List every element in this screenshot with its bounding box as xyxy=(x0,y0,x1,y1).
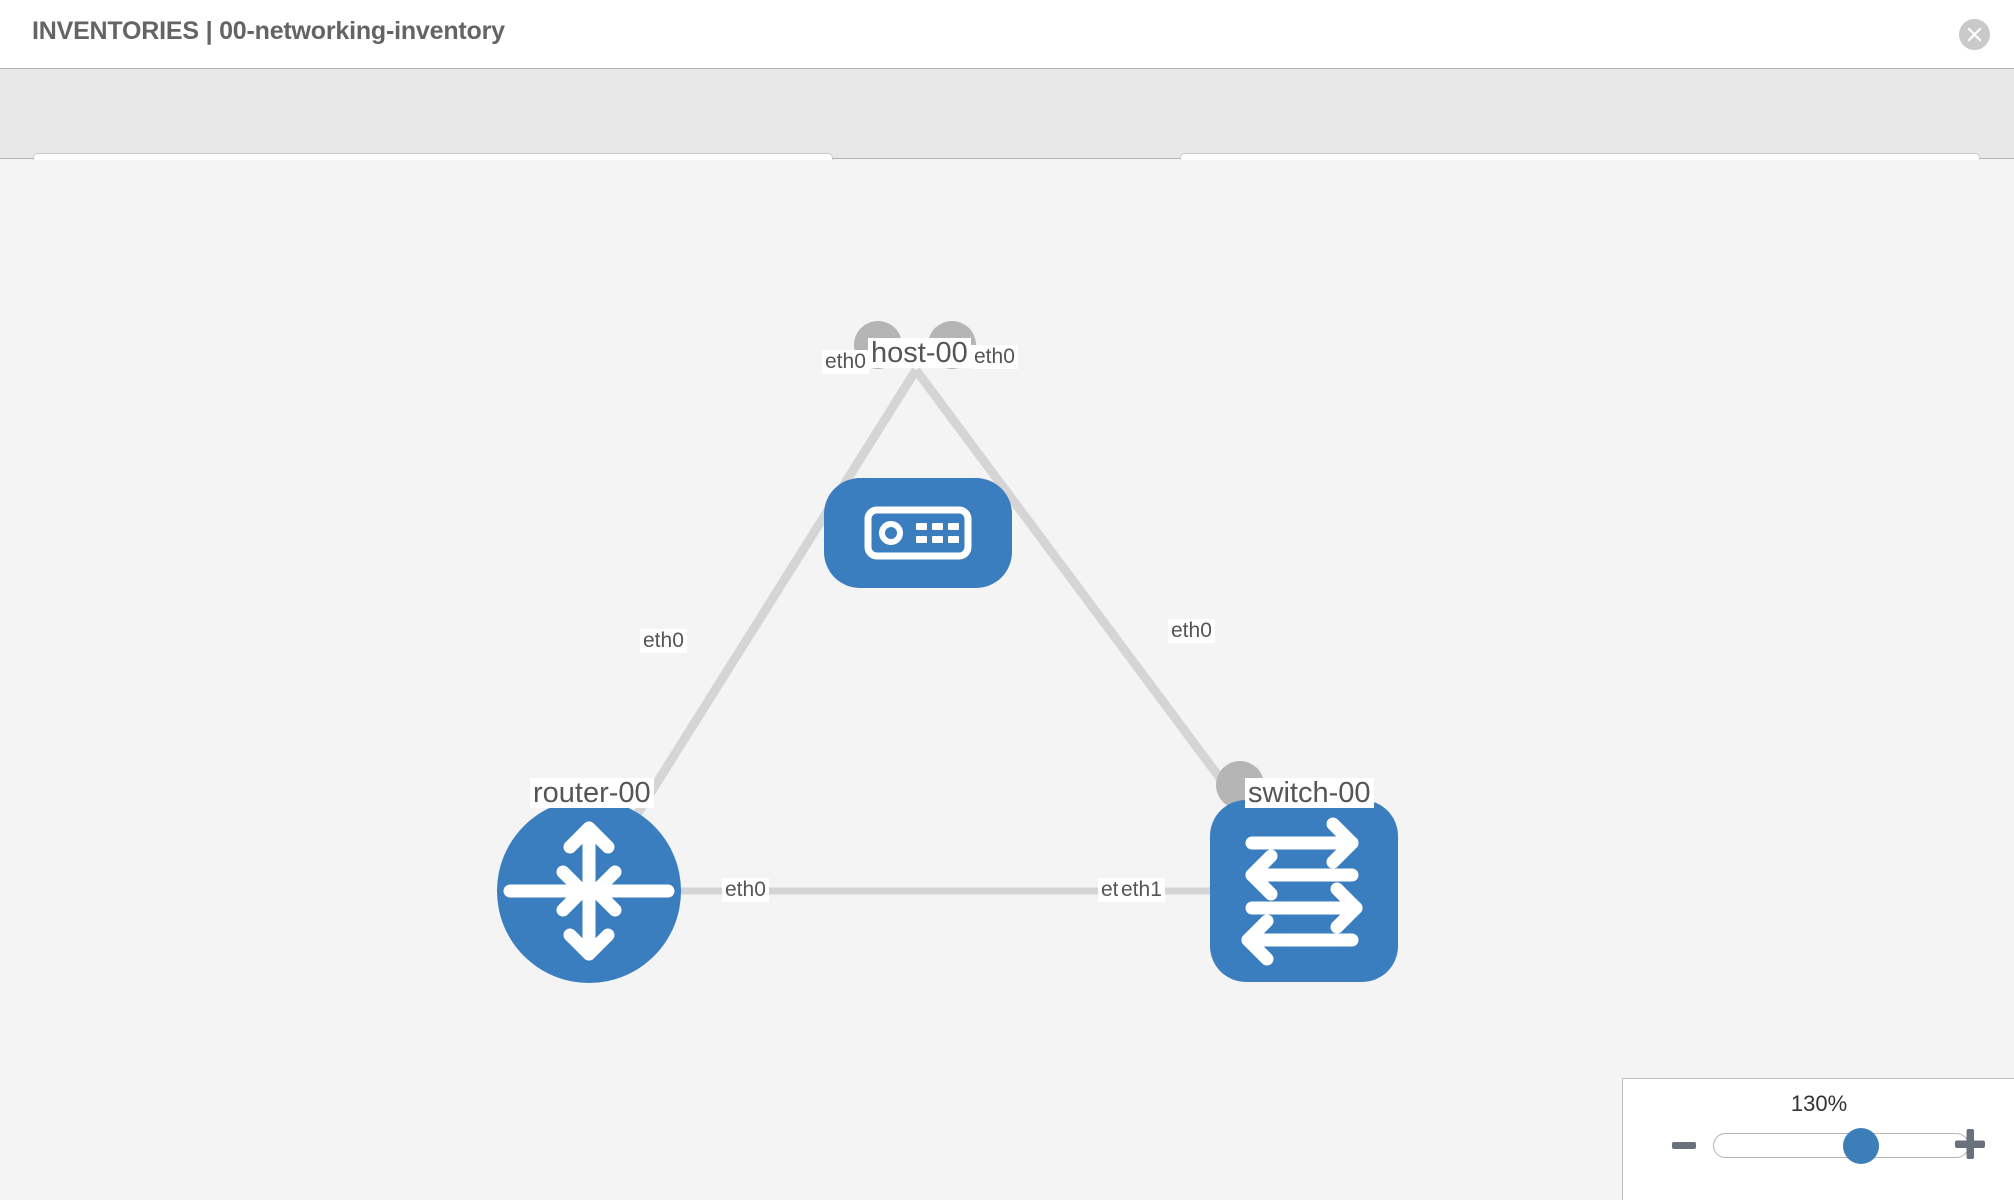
page-title: INVENTORIES | 00-networking-inventory xyxy=(32,17,505,45)
zoom-level-label: 130% xyxy=(1790,1091,1848,1116)
link-host00-router00 xyxy=(585,367,920,894)
node-host-00 xyxy=(824,478,1012,588)
four-arrows-inward-icon xyxy=(503,821,675,961)
node-host-00-shape xyxy=(824,478,1012,588)
edge-label-switch00-eth1: eth1 xyxy=(1118,878,1165,903)
zoom-control-panel: 130% xyxy=(1622,1078,2014,1200)
edge-label-host00-eth0-left: eth0 xyxy=(822,350,869,375)
node-switch-00-shape xyxy=(1210,800,1398,982)
close-glyph xyxy=(1967,27,1982,42)
bidirectional-arrows-icon xyxy=(1241,817,1363,966)
plus-glyph xyxy=(1955,1129,1985,1159)
edge-label-router00-eth0-right: eth0 xyxy=(722,878,769,903)
page-header: INVENTORIES | 00-networking-inventory xyxy=(0,0,2014,69)
plus-icon[interactable] xyxy=(1955,1129,1985,1159)
node-switch-00 xyxy=(1210,800,1398,982)
topology-canvas[interactable]: eth0 eth0 host-00 eth0 eth0 eth0 eth eth… xyxy=(0,160,2014,1200)
minus-icon[interactable] xyxy=(1671,1133,1697,1159)
server-appliance-icon xyxy=(864,506,972,560)
node-label-switch-00: switch-00 xyxy=(1245,778,1374,808)
toolbar: ACTIONS xyxy=(0,69,2014,206)
zoom-slider-thumb[interactable] xyxy=(1843,1128,1879,1164)
minus-glyph xyxy=(1672,1142,1696,1149)
topology-graph xyxy=(497,321,1398,983)
edge-label-router00-eth0-up: eth0 xyxy=(640,629,687,654)
edge-label-host00-eth0-right: eth0 xyxy=(971,345,1018,370)
node-label-host-00: host-00 xyxy=(868,338,971,368)
edge-label-switch00-eth0-up: eth0 xyxy=(1168,619,1215,644)
zoom-slider-track[interactable] xyxy=(1713,1133,1969,1158)
node-router-00 xyxy=(497,799,681,983)
close-icon[interactable] xyxy=(1959,19,1990,50)
node-label-router-00: router-00 xyxy=(530,778,654,808)
